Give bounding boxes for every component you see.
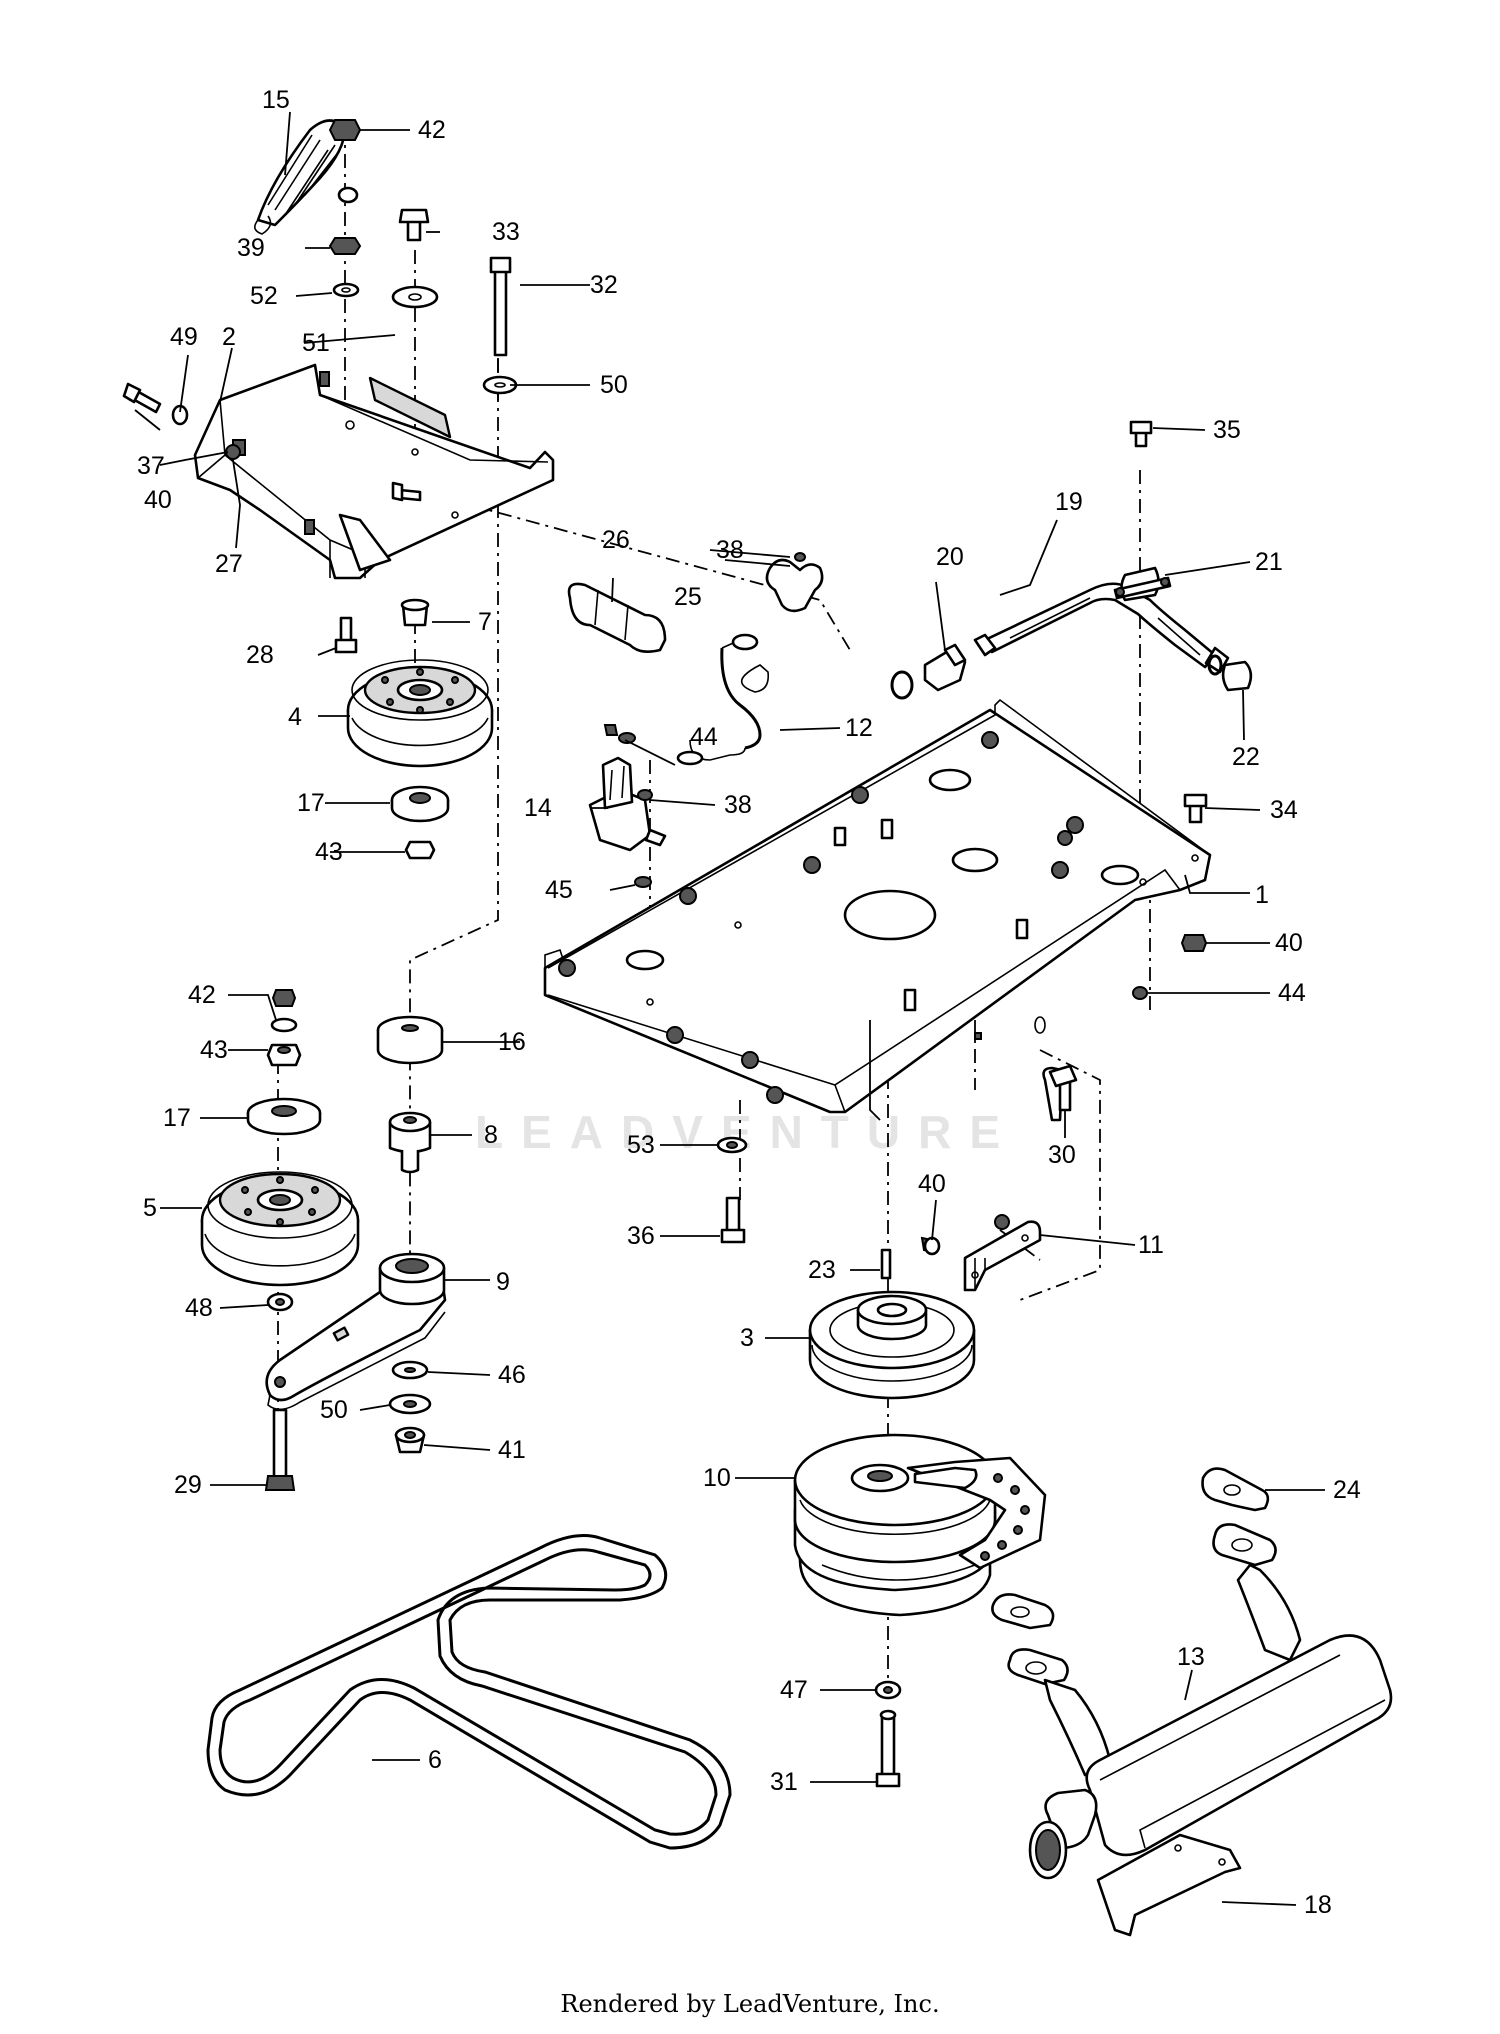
idler-arm-part (265, 1252, 447, 1411)
callout-11: 11 (1138, 1231, 1164, 1259)
callout-38a: 38 (716, 536, 744, 564)
callout-50b: 50 (320, 1396, 348, 1424)
callout-41: 41 (498, 1436, 526, 1464)
belt-6-part (206, 1534, 732, 1850)
callout-12: 12 (845, 714, 873, 742)
callout-18: 18 (1304, 1891, 1332, 1919)
callout-33: 33 (492, 218, 520, 246)
callout-24: 24 (1333, 1476, 1361, 1504)
callout-40c: 40 (918, 1170, 946, 1198)
arm-lower-hardware (388, 1360, 432, 1454)
callout-21: 21 (1255, 548, 1283, 576)
bracket-11-part (880, 1214, 1042, 1292)
callout-45: 45 (545, 876, 573, 904)
callout-35: 35 (1213, 416, 1241, 444)
spring-part (254, 119, 347, 235)
deck-plate-part (543, 698, 1212, 1114)
callout-28: 28 (246, 641, 274, 669)
callout-2: 2 (222, 323, 236, 351)
callout-15: 15 (262, 86, 290, 114)
callout-40a: 40 (144, 486, 172, 514)
callout-43b: 43 (200, 1036, 228, 1064)
callout-16: 16 (498, 1028, 526, 1056)
bolt-30-part (1048, 1064, 1078, 1112)
pulley-4-part (346, 659, 494, 768)
callout-7: 7 (478, 608, 492, 636)
callout-39: 39 (237, 234, 265, 262)
callout-43a: 43 (315, 838, 343, 866)
bolt-37-part (122, 382, 422, 502)
callout-25: 25 (674, 583, 702, 611)
callout-47: 47 (780, 1676, 808, 1704)
leader-lines (134, 111, 1325, 1906)
callout-37: 37 (137, 452, 165, 480)
callout-52: 52 (250, 282, 278, 310)
callout-3: 3 (740, 1324, 754, 1352)
callout-27: 27 (215, 550, 243, 578)
callout-1: 1 (1255, 881, 1269, 909)
clutch-bolt (874, 1680, 902, 1788)
callout-31: 31 (770, 1768, 798, 1796)
callout-30: 30 (1048, 1141, 1076, 1169)
callout-10: 10 (703, 1464, 731, 1492)
callout-19: 19 (1055, 488, 1083, 516)
dust-cap-upper (390, 785, 450, 860)
callout-26: 26 (602, 526, 630, 554)
callout-50a: 50 (600, 371, 628, 399)
callout-42b: 42 (188, 981, 216, 1009)
muffler-13-part (991, 1467, 1393, 1937)
callout-20: 20 (936, 543, 964, 571)
callout-51: 51 (302, 329, 330, 357)
cable-boots (567, 552, 824, 766)
callout-17a: 17 (297, 789, 325, 817)
callout-34: 34 (1270, 796, 1298, 824)
callout-9: 9 (496, 1268, 510, 1296)
hose-assembly (890, 566, 1253, 700)
callout-32: 32 (590, 271, 618, 299)
callout-44a: 44 (690, 723, 718, 751)
solenoid-part (588, 724, 667, 888)
top-hardware (328, 119, 518, 395)
callout-23: 23 (808, 1256, 836, 1284)
callout-13: 13 (1177, 1643, 1205, 1671)
callout-29: 29 (174, 1471, 202, 1499)
left-pulley-stack (200, 989, 360, 1491)
callout-44b: 44 (1278, 979, 1306, 1007)
bushing-7-part (334, 598, 430, 654)
callout-38b: 38 (724, 791, 752, 819)
callout-22: 22 (1232, 743, 1260, 771)
callout-46: 46 (498, 1361, 526, 1389)
callout-36: 36 (627, 1222, 655, 1250)
callout-14: 14 (524, 794, 552, 822)
pulley-3-part (808, 1290, 976, 1400)
callout-53: 53 (627, 1131, 655, 1159)
spacer-stack-16-8 (376, 1015, 444, 1174)
right-fasteners (1129, 420, 1208, 1000)
callout-5: 5 (143, 1194, 157, 1222)
callout-4: 4 (288, 703, 302, 731)
clutch-10-part (793, 1433, 1047, 1617)
callout-8: 8 (484, 1121, 498, 1149)
bracket-part (193, 363, 555, 580)
callout-48: 48 (185, 1294, 213, 1322)
callout-17b: 17 (163, 1104, 191, 1132)
callout-40b: 40 (1275, 929, 1303, 957)
callout-6: 6 (428, 1746, 442, 1774)
footer-credit: Rendered by LeadVenture, Inc. (560, 1990, 940, 2018)
callout-labels: 1 2 3 4 5 6 7 8 9 10 11 12 13 14 15 16 1… (137, 86, 1361, 1919)
plate-under-hardware (716, 1066, 1064, 1244)
callout-42a: 42 (418, 116, 446, 144)
callout-49: 49 (170, 323, 198, 351)
